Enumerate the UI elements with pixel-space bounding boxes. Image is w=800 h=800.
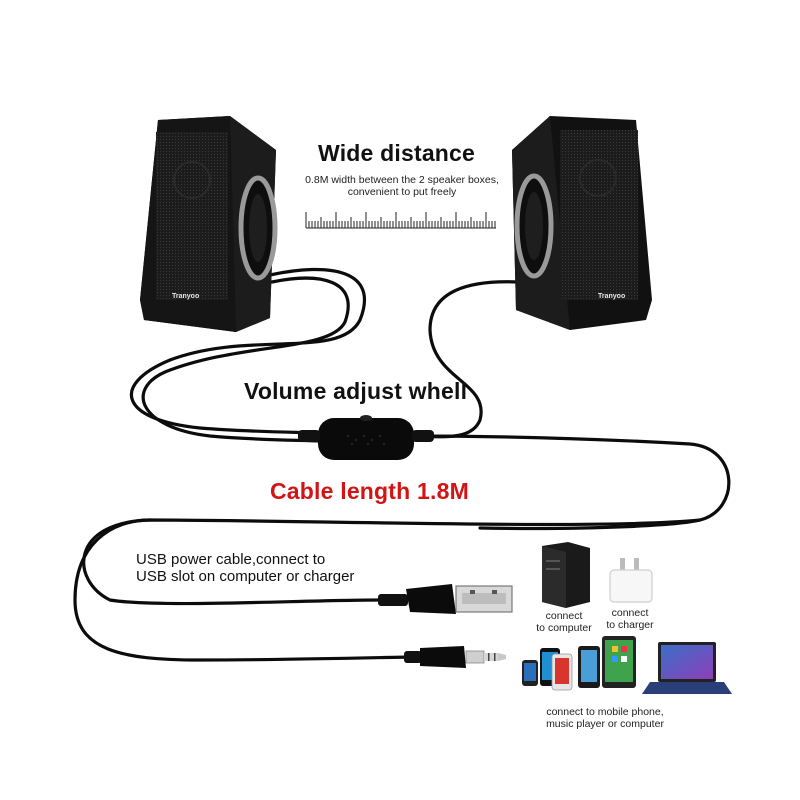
left-speaker [140, 116, 278, 332]
charger-caption-line1: connect [611, 607, 649, 619]
volume-control[interactable] [298, 415, 434, 460]
right-speaker [512, 116, 652, 330]
usb-plug [378, 584, 513, 614]
computer-caption-line2: to computer [536, 622, 592, 634]
mobile-devices-icons [522, 636, 636, 691]
usb-note: USB power cable,connect to USB slot on c… [136, 551, 354, 585]
headline-wide-distance: Wide distance [318, 140, 476, 166]
devices-caption: connect to mobile phone, music player or… [535, 706, 675, 730]
laptop-icon [642, 642, 732, 694]
computer-caption: connect to computer [524, 610, 604, 634]
charger-caption-line2: to charger [606, 619, 654, 631]
usb-note-line1: USB power cable,connect to [136, 551, 326, 568]
distance-ruler [305, 212, 496, 229]
computer-tower-icon [542, 542, 590, 608]
cable [73, 267, 731, 662]
computer-caption-line1: connect [545, 610, 583, 622]
charger-caption: connect to charger [600, 607, 660, 631]
devices-caption-line2: music player or computer [546, 718, 664, 730]
distance-note-line2: convenient to put freely [347, 186, 457, 198]
cable-length-label: Cable length 1.8M [270, 478, 469, 504]
brand-right: Tranyoo [598, 293, 625, 300]
distance-note-line1: 0.8M width between the 2 speaker boxes, [305, 174, 499, 186]
volume-label: Volume adjust whell [244, 378, 468, 404]
audio-jack [404, 646, 506, 668]
devices-caption-line1: connect to mobile phone, [546, 706, 664, 718]
usb-note-line2: USB slot on computer or charger [136, 568, 355, 585]
distance-note: 0.8M width between the 2 speaker boxes, … [294, 174, 510, 198]
charger-icon [609, 558, 653, 603]
brand-left: Tranyoo [172, 293, 199, 300]
